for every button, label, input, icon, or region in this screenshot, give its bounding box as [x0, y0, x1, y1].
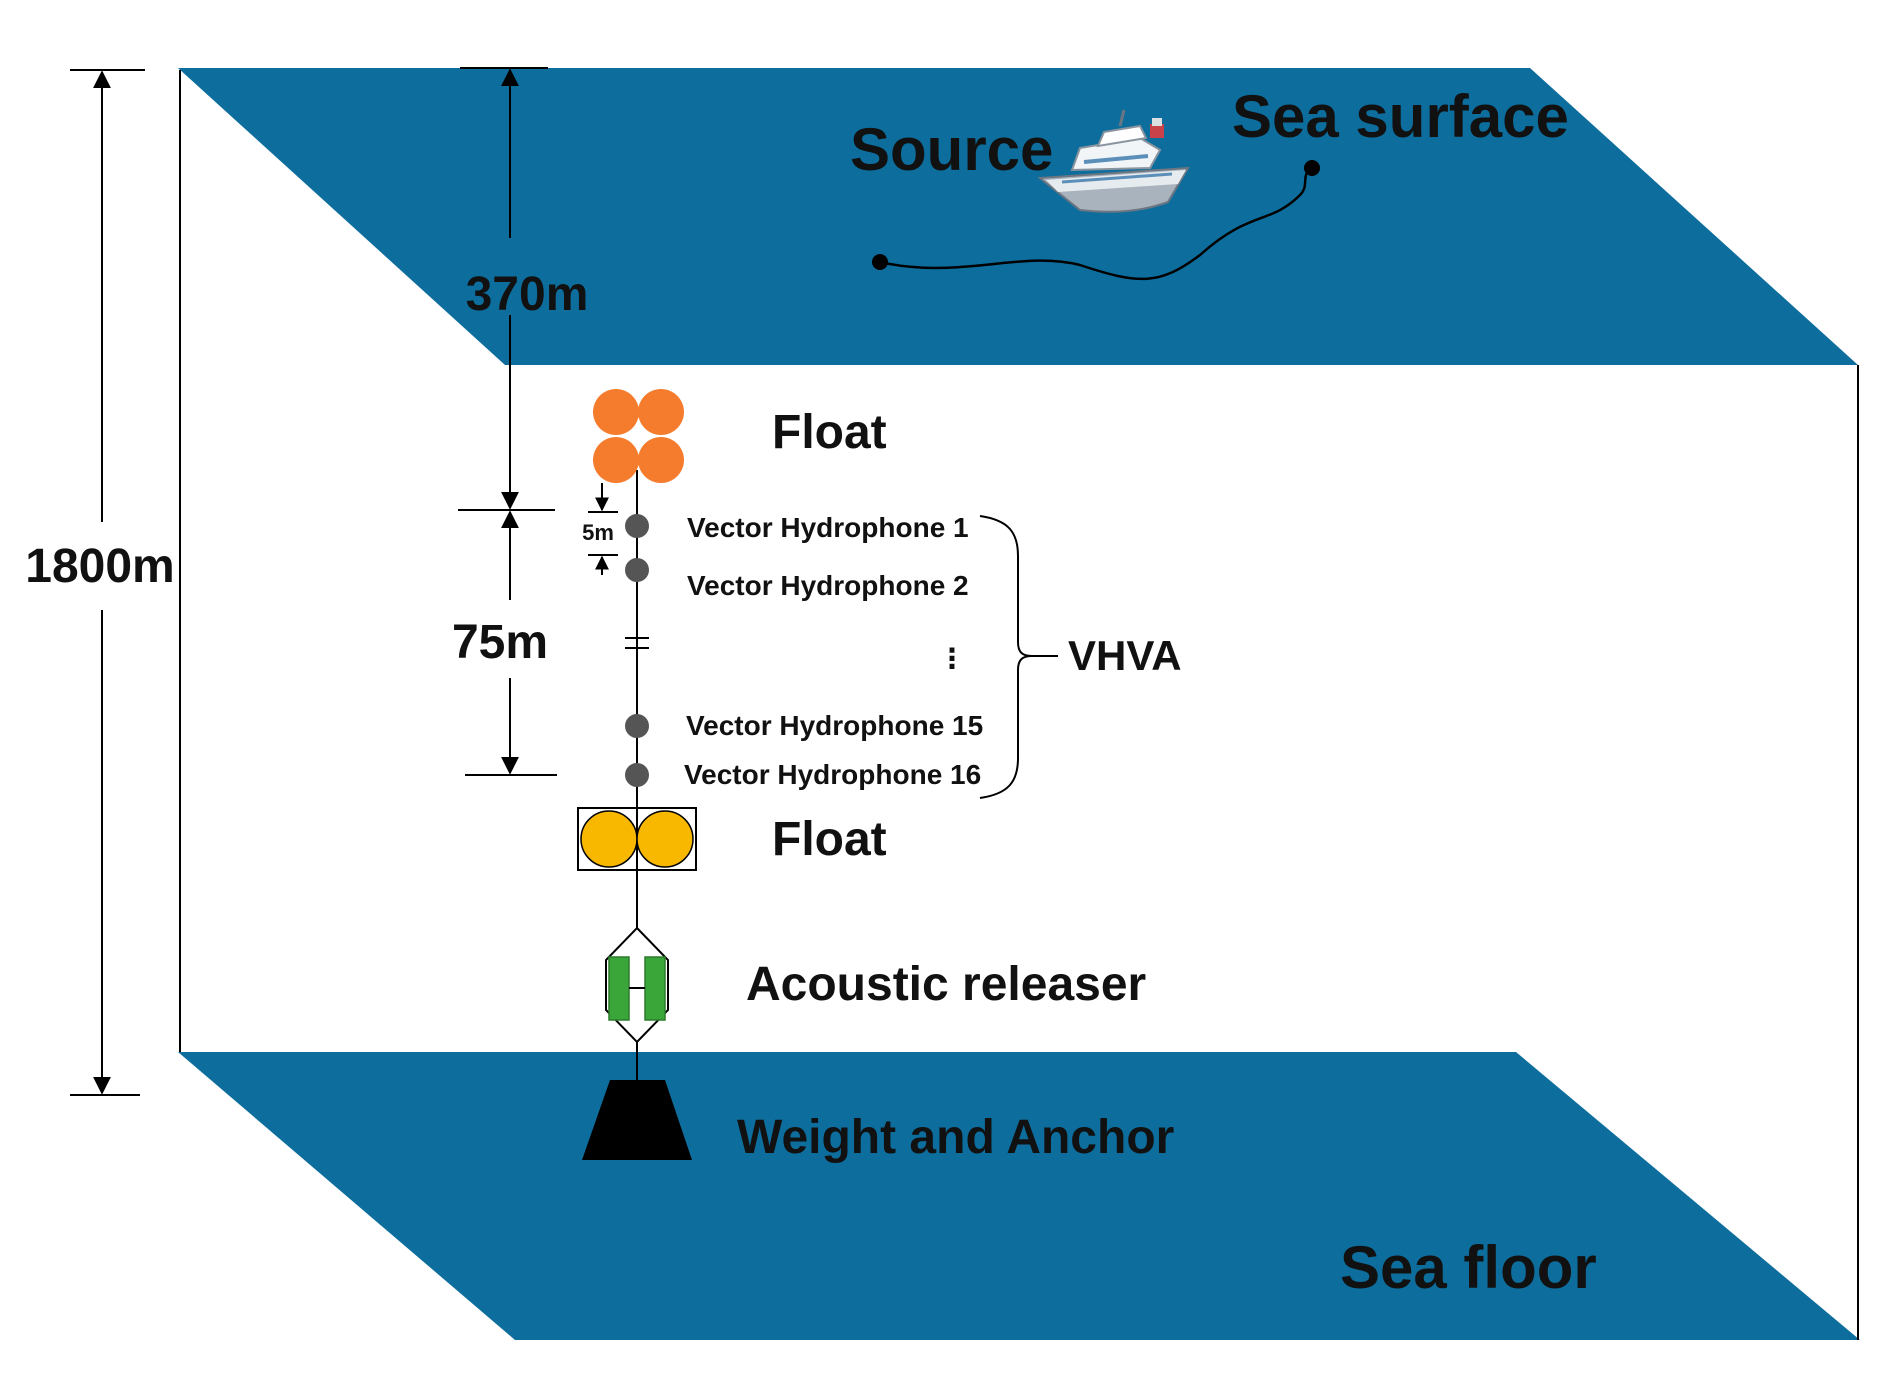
float-bottom-label: Float	[772, 813, 887, 866]
hydrophone-label: Vector Hydrophone 2	[687, 570, 969, 601]
float-top	[593, 389, 684, 483]
hydrophone-label: Vector Hydrophone 1	[687, 512, 969, 543]
sea-floor-plane	[178, 1052, 1860, 1340]
array-length-dimension: 75m	[452, 510, 557, 776]
sea-floor-label: Sea floor	[1340, 1234, 1597, 1301]
spacing-label: 5m	[582, 520, 614, 545]
depth-total-dimension: 1800m	[25, 69, 175, 1096]
vhva-brace	[979, 515, 1058, 799]
hydrophone-label: Vector Hydrophone 16	[684, 759, 981, 790]
spacing-annotation: 5m	[582, 483, 618, 575]
hydrophone-node	[625, 514, 649, 538]
array-name-label: VHVA	[1068, 632, 1182, 679]
hydrophone-node	[625, 558, 649, 582]
float-bottom	[577, 807, 697, 871]
hydrophone-label: Vector Hydrophone 15	[686, 710, 983, 741]
source-label: Source	[850, 116, 1053, 183]
depth-top-dimension: 370m	[458, 67, 589, 511]
array-length-label: 75m	[452, 616, 548, 669]
acoustic-releaser	[605, 926, 669, 1044]
depth-total-label: 1800m	[25, 540, 174, 593]
float-top-label: Float	[772, 406, 887, 459]
depth-top-label: 370m	[466, 268, 589, 321]
source-trajectory	[872, 160, 1320, 281]
ellipsis-label: ⋮	[938, 643, 966, 674]
ship-icon	[1037, 109, 1190, 213]
hydrophone-node	[625, 714, 649, 738]
sea-surface-label: Sea surface	[1232, 83, 1569, 150]
hydrophone-node	[625, 763, 649, 787]
acoustic-releaser-label: Acoustic releaser	[746, 958, 1146, 1011]
weight-anchor-label: Weight and Anchor	[737, 1111, 1174, 1164]
sea-surface-plane	[178, 68, 1858, 365]
anchor-weight	[582, 1080, 692, 1160]
